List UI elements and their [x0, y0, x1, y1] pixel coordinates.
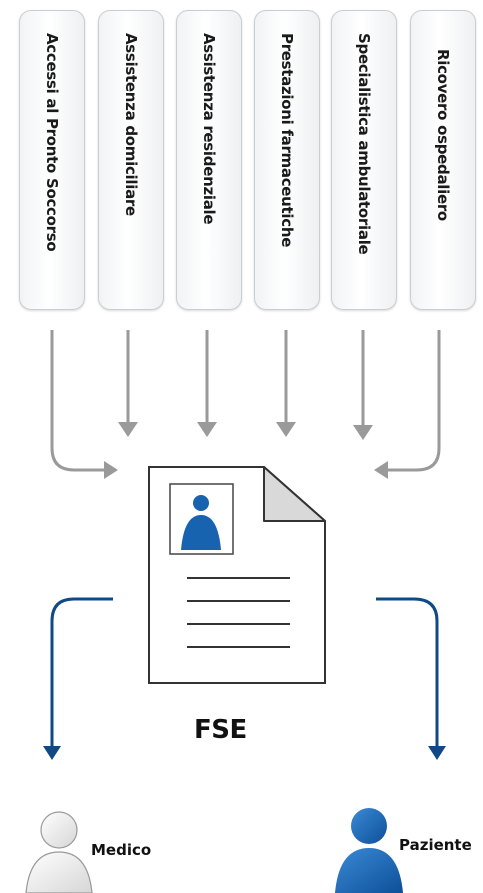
- source-assistenza-domiciliare: Assistenza domiciliare: [98, 10, 164, 310]
- arrow-in-prestazioni-farmaceutiche: [276, 330, 296, 437]
- source-label: Prestazioni farmaceutiche: [278, 33, 296, 248]
- arrow-in-ricovero-ospedaliero: [374, 330, 441, 479]
- patient-photo-icon: [181, 495, 221, 550]
- arrow-out-medico: [43, 597, 113, 760]
- medico-person-icon: [25, 811, 93, 893]
- source-label: Accessi al Pronto Soccorso: [43, 33, 61, 252]
- paziente-label: Paziente: [399, 836, 472, 854]
- source-label: Assistenza residenziale: [200, 33, 218, 225]
- source-assistenza-residenziale: Assistenza residenziale: [176, 10, 242, 310]
- source-pronto-soccorso: Accessi al Pronto Soccorso: [19, 10, 85, 310]
- arrow-in-pronto-soccorso: [50, 330, 118, 479]
- source-specialistica-ambulatoriale: Specialistica ambulatoriale: [331, 10, 397, 310]
- source-label: Specialistica ambulatoriale: [355, 33, 373, 255]
- source-prestazioni-farmaceutiche: Prestazioni farmaceutiche: [254, 10, 320, 310]
- arrow-out-paziente: [376, 597, 446, 760]
- arrow-in-assistenza-domiciliare: [118, 330, 138, 437]
- paziente-person-icon: [335, 808, 403, 893]
- arrow-in-assistenza-residenziale: [197, 330, 217, 437]
- arrow-in-specialistica-ambulatoriale: [353, 330, 373, 440]
- source-ricovero-ospedaliero: Ricovero ospedaliero: [410, 10, 476, 310]
- document-text-lines: [187, 577, 290, 648]
- source-label: Ricovero ospedaliero: [434, 49, 452, 221]
- medico-label: Medico: [91, 841, 152, 859]
- fse-document-icon: [148, 466, 326, 684]
- source-label: Assistenza domiciliare: [122, 33, 140, 216]
- fse-label: FSE: [194, 715, 247, 745]
